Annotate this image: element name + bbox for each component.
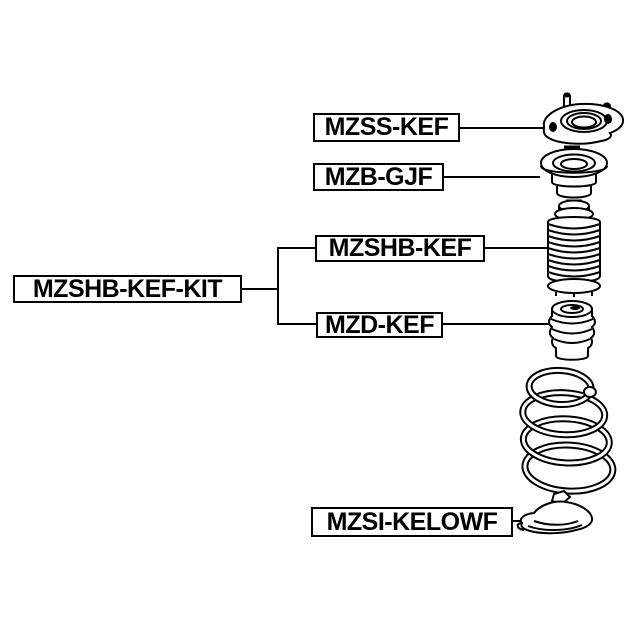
callout-box-shock-absorber-boot: MZSHB-KEF	[315, 235, 485, 262]
part-code-label: MZD-KEF	[325, 310, 434, 339]
connector-line-kit	[242, 288, 279, 290]
kit-bracket-top-line	[277, 247, 315, 249]
lower-spring-seat-drawing	[514, 490, 602, 544]
bump-stop-drawing	[546, 298, 598, 368]
part-code-label: MZSS-KEF	[324, 113, 449, 141]
connector-line-strut-bearing	[444, 176, 540, 178]
coil-spring-drawing	[516, 358, 622, 496]
callout-box-lower-spring-seat: MZSI-KELOWF	[311, 507, 513, 537]
connector-line-boot	[485, 247, 548, 249]
shock-absorber-boot-drawing	[544, 198, 604, 300]
callout-box-bump-stop: MZD-KEF	[316, 312, 443, 338]
part-code-label: MZSI-KELOWF	[326, 507, 498, 536]
part-code-label: MZSHB-KEF-KIT	[32, 274, 223, 303]
part-code-label: MZB-GJF	[324, 162, 433, 191]
connector-line-bump-stop	[443, 323, 552, 325]
connector-line-strut-mount	[460, 127, 543, 129]
callout-box-kit: MZSHB-KEF-KIT	[13, 275, 242, 303]
strut-mount-drawing	[537, 90, 629, 152]
strut-bearing-drawing	[538, 146, 610, 204]
kit-bracket-bottom-line	[277, 323, 316, 325]
part-code-label: MZSHB-KEF	[328, 234, 472, 262]
callout-box-strut-mount: MZSS-KEF	[313, 113, 460, 142]
callout-box-strut-bearing: MZB-GJF	[313, 163, 444, 191]
kit-bracket-vertical-line	[277, 247, 279, 325]
